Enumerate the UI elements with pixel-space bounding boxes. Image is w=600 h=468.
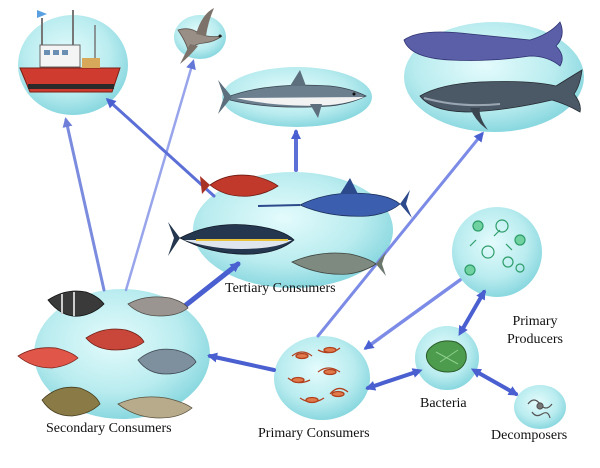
- arrow-secondary-to-tertiary: [183, 261, 241, 308]
- arrow-secondary-to-bird: [124, 59, 196, 292]
- label-primary-producers-line1: Primary: [512, 314, 558, 329]
- label-bacteria: Bacteria: [420, 396, 467, 411]
- label-primary-producers-line2: Producers: [507, 332, 563, 347]
- whales-icon: [403, 21, 583, 130]
- reef-fish-icon: [17, 290, 197, 419]
- node-primary-producers: [452, 207, 542, 297]
- seabird-icon: [177, 8, 223, 64]
- fishing-boat-icon: [19, 10, 121, 93]
- arrow-bacteria-decomposers: [470, 368, 519, 396]
- arrow-tertiary-to-boat: [105, 97, 216, 198]
- node-secondary-consumers: [34, 289, 210, 419]
- shark-icon: [218, 70, 367, 118]
- decomposer-icon: [527, 399, 553, 419]
- phytoplankton-icon: [464, 219, 526, 276]
- arrow-bacteria-producers: [458, 289, 486, 337]
- arrows: [62, 59, 519, 396]
- tertiary-fish-icon: [168, 174, 412, 276]
- arrow-secondary-to-boat: [62, 117, 106, 292]
- arrow-primary-to-whales: [316, 131, 484, 338]
- label-primary-consumers: Primary Consumers: [258, 426, 370, 441]
- arrow-primary-to-secondary: [207, 352, 276, 372]
- bacteria-icon: [425, 340, 467, 373]
- arrow-bacteria-to-primary: [365, 368, 423, 391]
- label-secondary-consumers: Secondary Consumers: [46, 421, 172, 436]
- label-decomposers: Decomposers: [491, 428, 568, 443]
- arrow-producers-to-primary: [363, 278, 462, 350]
- krill-icon: [287, 346, 349, 404]
- label-tertiary-consumers: Tertiary Consumers: [225, 281, 336, 296]
